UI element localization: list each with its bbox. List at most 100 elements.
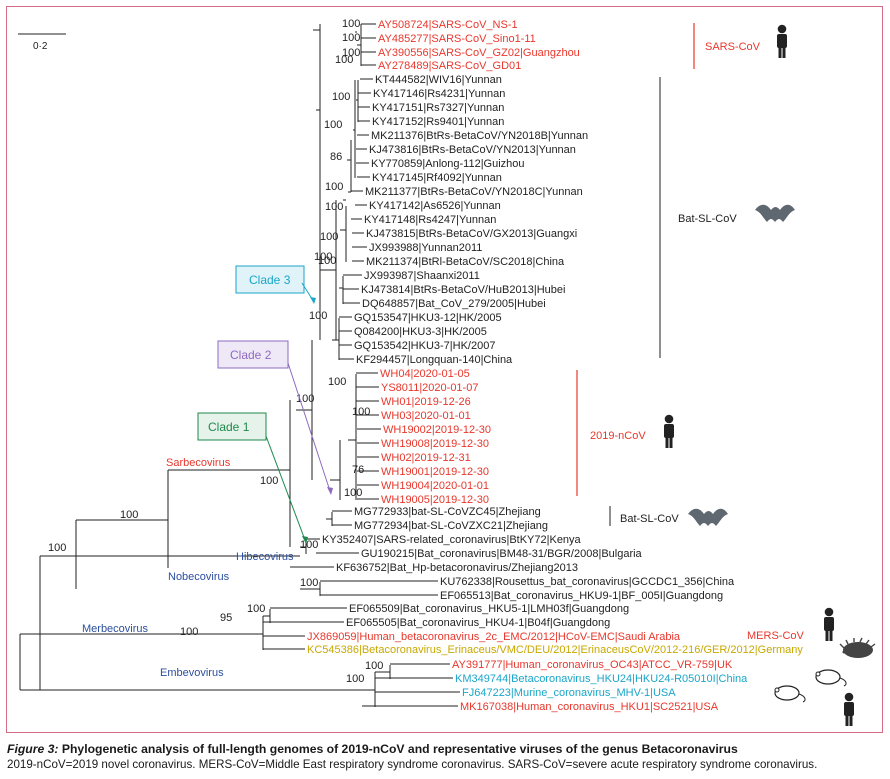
taxon-label: KY417145|Rf4092|Yunnan [372,172,502,184]
mers-cov-group-label: MERS-CoV [747,630,805,642]
bootstrap-value: 100 [314,251,332,263]
bat-sl-cov-group-label: Bat-SL-CoV [678,213,737,225]
bootstrap-value: 100 [325,181,343,193]
taxon-label: AY278489|SARS-CoV_GD01 [378,60,521,72]
taxon-label: WH19001|2019-12-30 [381,466,489,478]
taxon-label: EF065505|Bat_coronavirus_HKU4-1|B04f|Gua… [346,617,610,629]
human-icon [664,414,674,448]
taxon-label: FJ647223|Murine_coronavirus_MHV-1|USA [462,687,676,699]
bootstrap-value: 100 [344,487,362,499]
bootstrap-value: 100 [300,539,318,551]
genus-nobecovirus: Nobecovirus [168,571,230,583]
genus-hibecovirus: Hibecovirus [236,551,294,563]
taxon-label: KY417148|Rs4247|Yunnan [364,214,496,226]
taxon-label: KY352407|SARS-related_coronavirus|BtKY72… [322,534,582,546]
bootstrap-value: 100 [324,119,342,131]
taxon-label: KJ473816|BtRs-BetaCoV/YN2013|Yunnan [369,144,576,156]
taxon-label: WH01|2019-12-26 [381,396,471,408]
taxon-label: GU190215|Bat_coronavirus|BM48-31/BGR/200… [361,548,643,560]
human-icon [777,24,787,58]
taxon-label: AY485277|SARS-CoV_Sino1-11 [378,33,536,45]
taxon-label: GQ153547|HKU3-12|HK/2005 [354,312,502,324]
caption-text: 2019-nCoV=2019 novel coronavirus. MERS-C… [7,758,818,771]
sars-cov-group-label: SARS-CoV [705,41,761,53]
taxon-label: WH19002|2019-12-30 [383,424,491,436]
genus-sarbecovirus: Sarbecovirus [166,457,231,469]
genus-merbecovirus: Merbecovirus [82,623,149,635]
taxon-label: MG772933|bat-SL-CoVZC45|Zhejiang [354,506,541,518]
bat-icon [755,204,795,222]
taxon-label: KY417146|Rs4231|Yunnan [373,88,505,100]
taxon-label: JX869059|Human_betacoronavirus_2c_EMC/20… [307,631,681,643]
taxon-label: KT444582|WIV16|Yunnan [375,74,502,86]
bootstrap-value: 95 [220,612,232,624]
bootstrap-value: 100 [352,406,370,418]
taxon-label: WH19005|2019-12-30 [381,494,489,506]
taxon-label: KM349744|Betacoronavirus_HKU24|HKU24-R05… [455,673,748,685]
taxon-label: MK211376|BtRs-BetaCoV/YN2018B|Yunnan [371,130,588,142]
genus-embecovirus: Embevovirus [160,667,224,679]
bootstrap-value: 100 [332,91,350,103]
taxon-label: EF065509|Bat_coronavirus_HKU5-1|LMH03f|G… [349,603,629,615]
ncov-group-label: 2019-nCoV [590,430,646,442]
clade3-label: Clade 3 [249,273,291,287]
taxon-label: KF294457|Longquan-140|China [356,354,513,366]
taxon-label: JX993987|Shaanxi2011 [364,270,480,282]
phylogenetic-tree: AY508724|SARS-CoV_NS-1AY485277|SARS-CoV_… [18,18,876,726]
clade2-label: Clade 2 [230,348,272,362]
bat-sl-cov2-group-label: Bat-SL-CoV [620,513,679,525]
bootstrap-value: 100 [335,54,353,66]
clade3-box [235,265,305,294]
figure-caption: Figure 3: Phylogenetic analysis of full-… [7,741,887,773]
bootstrap-value: 100 [342,32,360,44]
taxon-label: WH19008|2019-12-30 [381,438,489,450]
taxon-label: AY390556|SARS-CoV_GZ02|Guangzhou [378,47,580,59]
taxon-label: WH02|2019-12-31 [381,452,471,464]
taxon-label: MK211374|BtRl-BetaCoV/SC2018|China [366,256,565,268]
bootstrap-value: 100 [120,509,138,521]
taxon-label: Q084200|HKU3-3|HK/2005 [354,326,487,338]
taxon-label: KY417151|Rs7327|Yunnan [372,102,504,114]
bootstrap-value: 100 [365,660,383,672]
bootstrap-value: 100 [346,673,364,685]
taxon-label: KU762338|Rousettus_bat_coronavirus|GCCDC… [440,576,735,588]
taxon-label: GQ153542|HKU3-7|HK/2007 [354,340,495,352]
caption-title: Figure 3: Phylogenetic analysis of full-… [7,742,738,756]
taxon-label: EF065513|Bat_coronavirus_HKU9-1|BF_005I|… [440,590,723,602]
taxon-label: MG772934|bat-SL-CoVZXC21|Zhejiang [354,520,548,532]
bootstrap-value: 100 [180,626,198,638]
taxon-label: KJ473814|BtRs-BetaCoV/HuB2013|Hubei [361,284,565,296]
taxon-label: YS8011|2020-01-07 [381,382,478,394]
hedgehog-icon [839,637,876,658]
bootstrap-value: 100 [342,47,360,59]
bootstrap-value: 100 [48,542,66,554]
taxon-label: KJ473815|BtRs-BetaCoV/GX2013|Guangxi [366,228,577,240]
taxon-label: KY417142|As6526|Yunnan [369,200,501,212]
taxon-label: MK211377|BtRs-BetaCoV/YN2018C|Yunnan [365,186,583,198]
bootstrap-value: 100 [320,231,338,243]
bat-icon [688,508,728,526]
taxon-label: KY770859|Anlong-112|Guizhou [371,158,525,170]
bootstrap-value: 100 [325,201,343,213]
taxon-label: KC545386|Betacoronavirus_Erinaceus/VMC/D… [307,644,803,656]
taxon-label: KY417152|Rs9401|Yunnan [372,116,504,128]
bootstrap-value: 100 [309,310,327,322]
bootstrap-value: 100 [328,376,346,388]
taxon-label: MK167038|Human_coronavirus_HKU1|SC2521|U… [460,701,719,713]
bootstrap-value: 100 [318,255,336,267]
taxon-label: WH19004|2020-01-01 [381,480,489,492]
taxon-label: AY508724|SARS-CoV_NS-1 [378,19,518,31]
bootstrap-value: 100 [247,603,265,615]
taxon-label: JX993988|Yunnan2011 [369,242,482,254]
taxon-label: KF636752|Bat_Hp-betacoronavirus/Zhejiang… [336,562,578,574]
human-icon [844,692,854,726]
rat-icon [815,669,847,687]
figure-frame [6,6,883,733]
scale-label: 0·2 [33,41,48,52]
taxon-label: DQ648857|Bat_CoV_279/2005|Hubei [362,298,546,310]
bootstrap-value: 76 [352,464,364,476]
clade1-box [197,412,267,441]
bootstrap-value: 100 [342,18,360,30]
taxon-label: WH03|2020-01-01 [381,410,471,422]
bootstrap-value: 86 [330,151,342,163]
